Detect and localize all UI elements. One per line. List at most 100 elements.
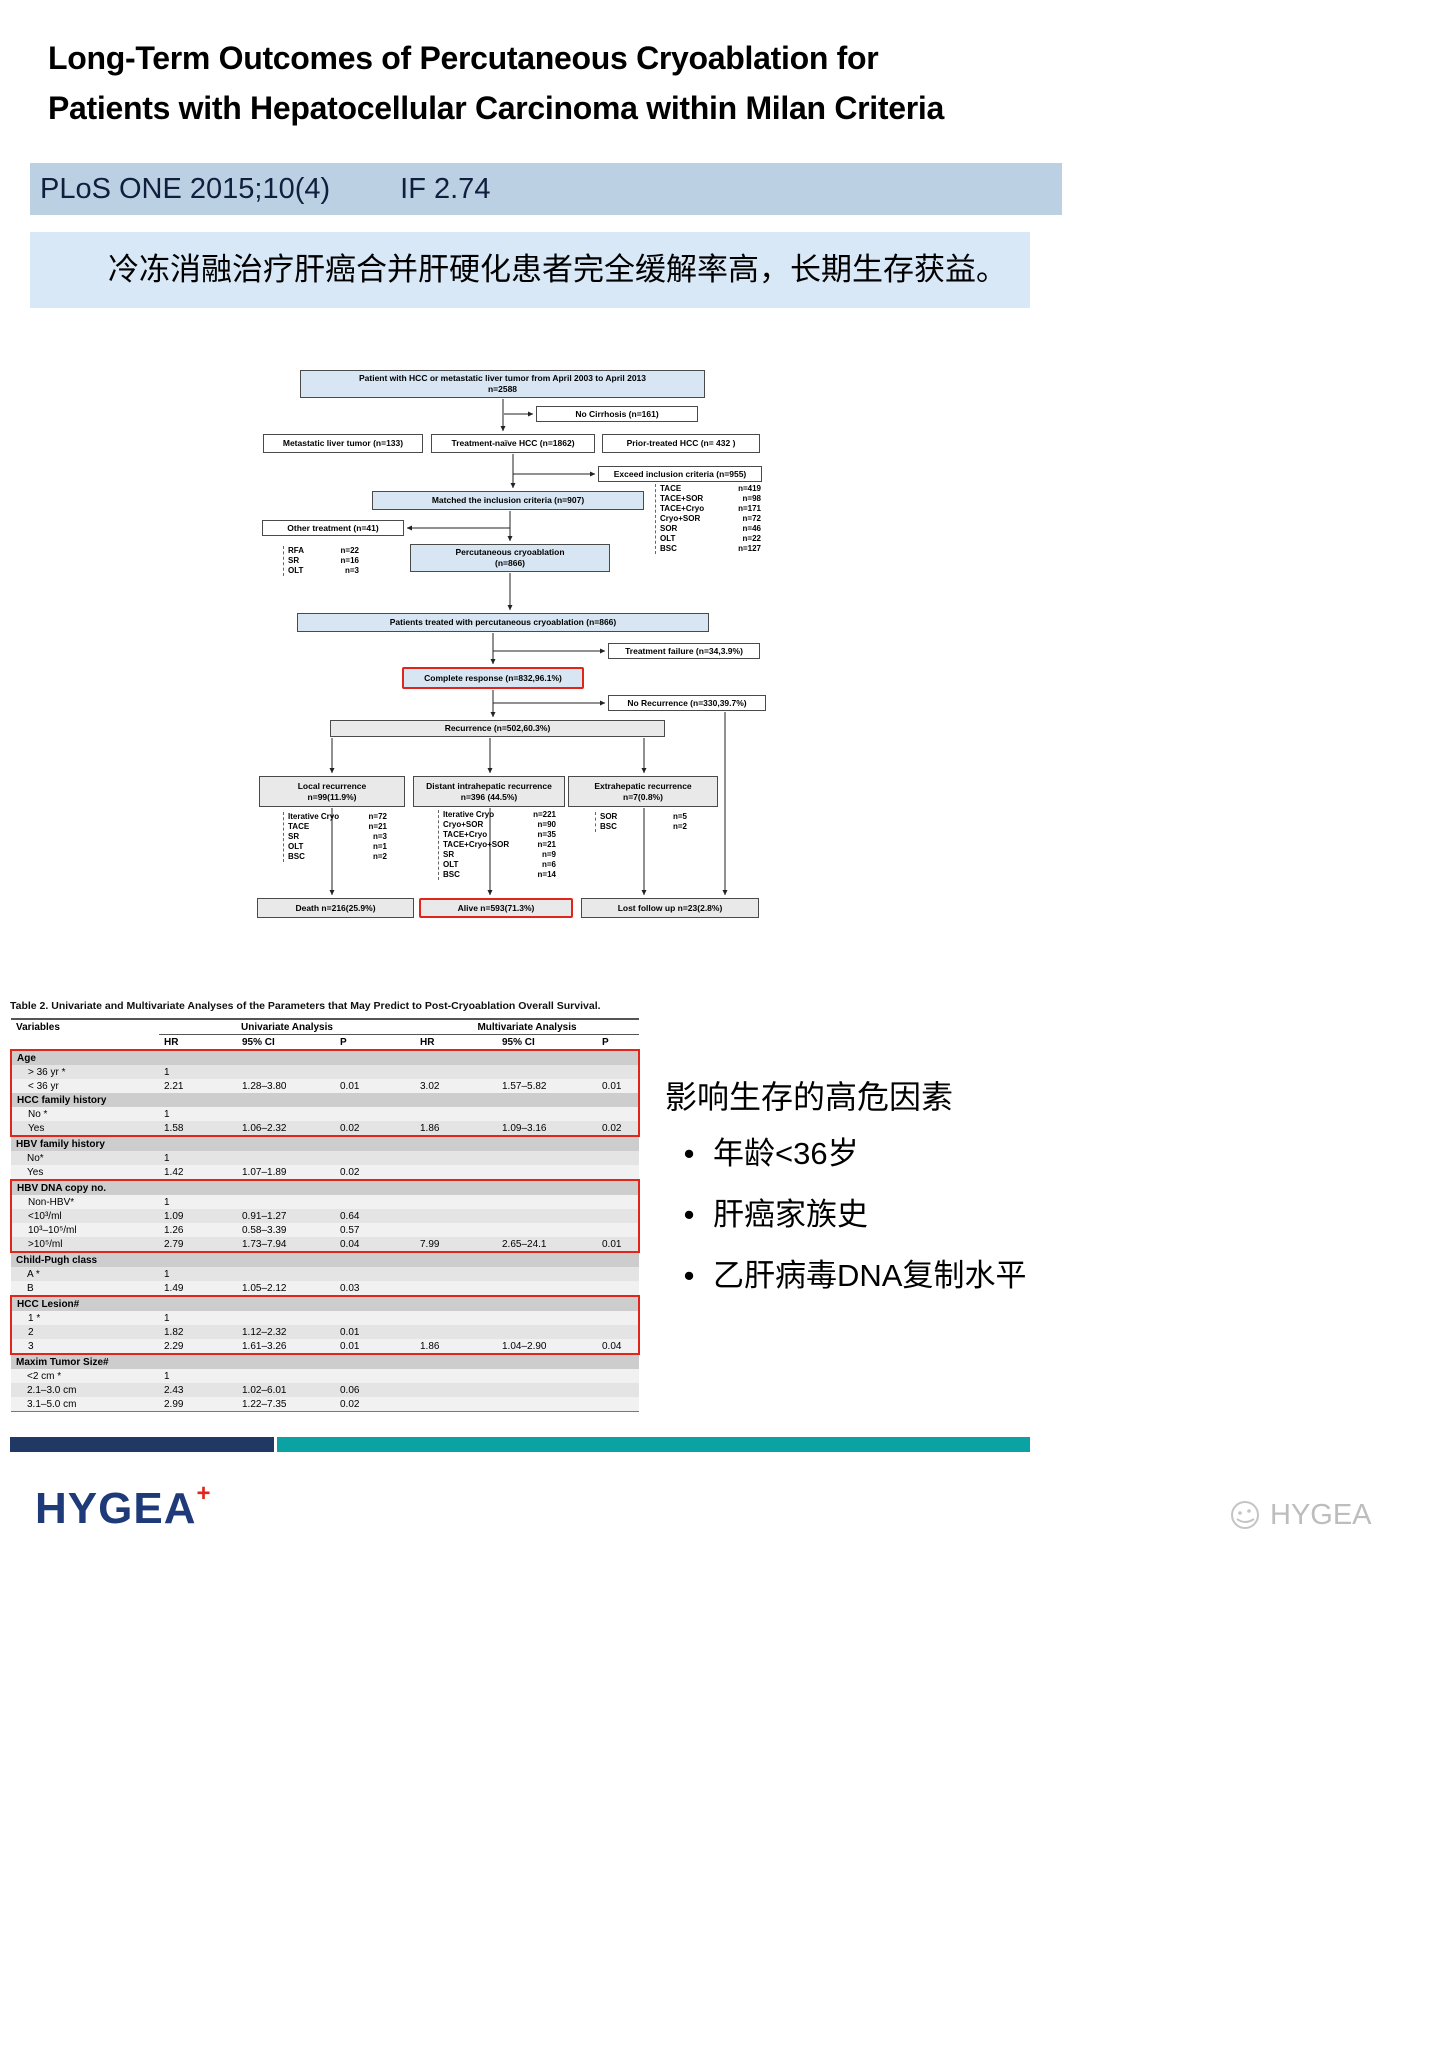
flow-box-other-treatment: Other treatment (n=41) — [262, 520, 404, 536]
flow-box-text: Treatment-naïve HCC (n=1862) — [451, 438, 575, 449]
table-section-row: Maxim Tumor Size# — [11, 1354, 639, 1369]
table-row: <2 cm *1 — [11, 1369, 639, 1383]
column-header-p-uni: P — [335, 1034, 415, 1051]
flow-box-treatment-naive: Treatment-naïve HCC (n=1862) — [431, 434, 595, 453]
table-row: > 36 yr *1 — [10, 1065, 640, 1079]
red-cross-icon: + — [196, 1480, 212, 1507]
risk-item-label: 乙肝病毒DNA复制水平 — [713, 1257, 1027, 1293]
impact-factor: IF 2.74 — [400, 172, 491, 205]
flow-box-local-recurrence: Local recurrence n=99(11.9%) — [259, 776, 405, 807]
risk-factors: 影响生存的高危因素 • 年龄<36岁 • 肝癌家族史 • 乙肝病毒DNA复制水平 — [665, 1072, 1125, 1315]
flow-box-lost-followup: Lost follow up n=23(2.8%) — [581, 898, 759, 918]
risk-item-hbv-dna: • 乙肝病毒DNA复制水平 — [665, 1254, 1125, 1299]
flow-box-text: Death n=216(25.9%) — [295, 902, 376, 913]
flow-box-text: Patient with HCC or metastatic liver tum… — [358, 373, 647, 384]
table-row: 1 *1 — [10, 1311, 640, 1325]
flow-box-text: Local recurrence — [297, 780, 367, 791]
flow-arrows — [329, 399, 728, 896]
flow-box-text: Recurrence (n=502,60.3%) — [444, 723, 551, 734]
table-caption: Table 2. Univariate and Multivariate Ana… — [10, 1000, 601, 1012]
flow-diagram: Patient with HCC or metastatic liver tum… — [255, 362, 775, 940]
flow-box-text: Distant intrahepatic recurrence — [426, 780, 552, 791]
flow-box-treated: Patients treated with percutaneous cryoa… — [297, 613, 709, 632]
page-title: Long-Term Outcomes of Percutaneous Cryoa… — [48, 34, 1378, 133]
flow-box-text: No Cirrhosis (n=161) — [575, 408, 659, 419]
column-group-multivariate: Multivariate Analysis — [415, 1019, 639, 1035]
flow-box-complete-response: Complete response (n=832,96.1%) — [402, 667, 584, 689]
flow-box-distant-recurrence: Distant intrahepatic recurrence n=396 (4… — [413, 776, 565, 807]
flow-box-no-cirrhosis: No Cirrhosis (n=161) — [536, 406, 698, 422]
flow-box-text: Extrahepatic recurrence — [594, 780, 692, 791]
flow-box-metastatic-tumor: Metastatic liver tumor (n=133) — [263, 434, 423, 453]
risk-item-age: • 年龄<36岁 — [665, 1132, 1125, 1177]
flow-box-recurrence: Recurrence (n=502,60.3%) — [330, 720, 665, 737]
bullet-icon: • — [683, 1196, 695, 1232]
flow-box-alive: Alive n=593(71.3%) — [419, 898, 573, 918]
flow-box-text: Complete response (n=832,96.1%) — [424, 672, 562, 683]
footer-bar-navy — [10, 1437, 274, 1452]
flow-box-cryoablation: Percutaneous cryoablation (n=866) — [410, 544, 610, 572]
flow-box-text: Exceed inclusion criteria (n=955) — [613, 468, 747, 479]
table-section-row: Age — [10, 1049, 640, 1065]
table-section-row: HCC family history — [10, 1093, 640, 1107]
column-header-p-multi: P — [597, 1034, 639, 1051]
hygea-logo: HYGEA+ — [35, 1482, 212, 1534]
hygea-logo-text: HYGEA — [35, 1484, 197, 1533]
flow-box-n: n=99(11.9%) — [307, 791, 357, 802]
watermark-globe-icon — [1231, 1501, 1259, 1529]
hygea-watermark: HYGEA — [1228, 1498, 1372, 1532]
risk-item-label: 年龄<36岁 — [713, 1136, 859, 1171]
flow-box-patient-pool: Patient with HCC or metastatic liver tum… — [300, 370, 705, 398]
flow-box-text: No Recurrence (n=330,39.7%) — [627, 697, 747, 708]
column-group-univariate: Univariate Analysis — [159, 1019, 415, 1035]
summary-text: 冷冻消融治疗肝癌合并肝硬化患者完全缓解率高，长期生存获益。 — [108, 252, 1007, 287]
risk-item-label: 肝癌家族史 — [713, 1196, 868, 1232]
footer-bar-teal — [277, 1437, 1030, 1452]
table-section-row: HBV DNA copy no. — [10, 1179, 640, 1195]
table-row: No *1 — [10, 1107, 640, 1121]
flow-box-text: Other treatment (n=41) — [287, 522, 379, 533]
table-section-row: Child-Pugh class — [11, 1252, 639, 1267]
flow-box-exceed-criteria: Exceed inclusion criteria (n=955) — [598, 466, 762, 482]
flow-box-extrahepatic-recurrence: Extrahepatic recurrence n=7(0.8%) — [568, 776, 718, 807]
flow-box-treatment-failure: Treatment failure (n=34,3.9%) — [608, 643, 760, 659]
title-line-2: Patients with Hepatocellular Carcinoma w… — [48, 89, 944, 126]
column-header-hr-uni: HR — [159, 1034, 237, 1051]
flow-box-n: n=7(0.8%) — [623, 791, 663, 802]
flow-box-n: (n=866) — [495, 558, 525, 568]
table-row: A *1 — [11, 1267, 639, 1281]
table-header: Variables Univariate Analysis Multivaria… — [11, 1019, 639, 1051]
table-row: Non-HBV*1 — [10, 1195, 640, 1209]
survival-table-grid: Variables Univariate Analysis Multivaria… — [10, 1018, 640, 1412]
column-header-ci-uni: 95% CI — [237, 1034, 335, 1051]
flow-box-no-recurrence: No Recurrence (n=330,39.7%) — [608, 695, 766, 711]
